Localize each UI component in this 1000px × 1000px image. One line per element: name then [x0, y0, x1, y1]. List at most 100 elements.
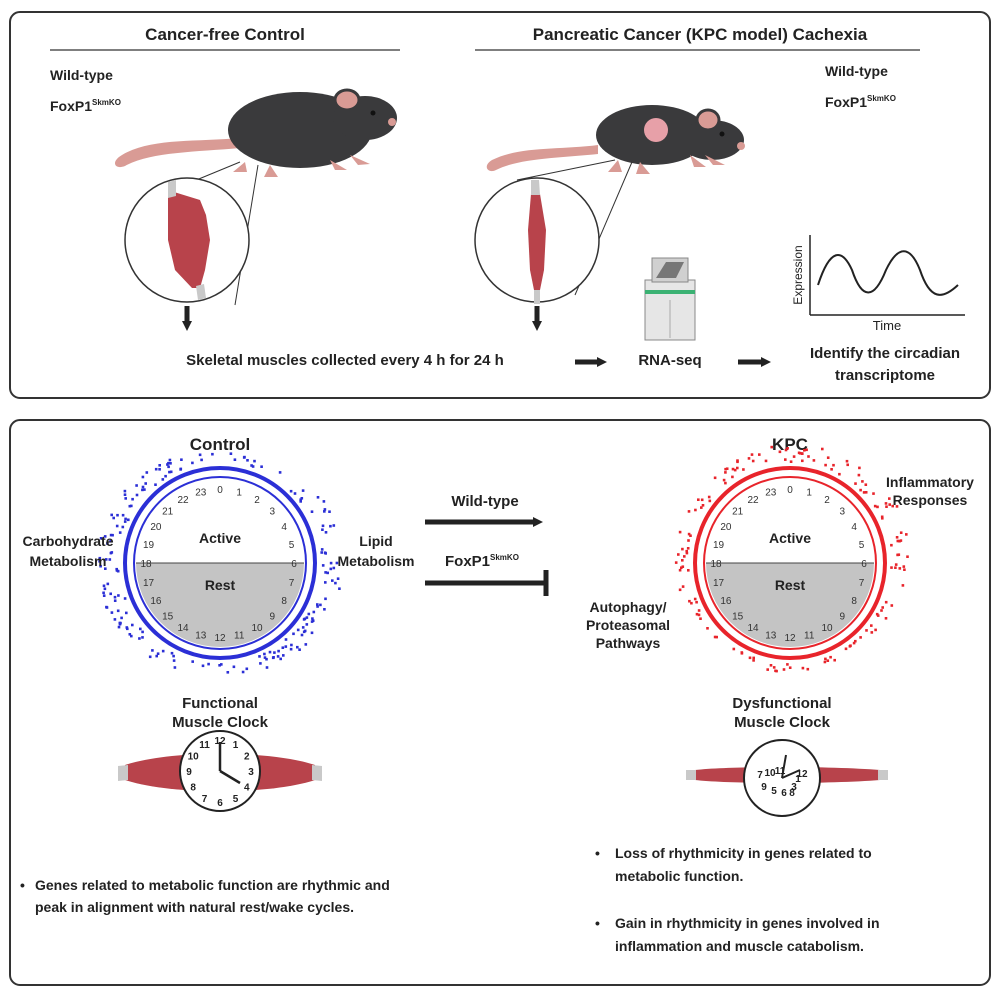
gene-phase-dot [130, 504, 133, 508]
gene-phase-dot [253, 459, 256, 463]
gene-phase-dot [301, 489, 305, 492]
gene-phase-dot [242, 456, 246, 459]
watch-number: 11 [775, 766, 786, 777]
gene-phase-dot [108, 558, 112, 561]
gene-phase-dot [888, 503, 891, 506]
kpc-active-label: Active [769, 530, 811, 546]
gene-phase-dot [845, 459, 849, 463]
control-genotype-wildtype: Wild-type [50, 67, 113, 83]
kpc-zoom-line-1 [516, 159, 616, 181]
gene-phase-dot [859, 636, 862, 639]
gene-phase-dot [683, 555, 686, 558]
identify-text-line1: Identify the circadian [810, 345, 960, 362]
gene-phase-dot [701, 504, 705, 507]
gene-phase-dot [102, 591, 105, 595]
gene-phase-dot [125, 626, 129, 629]
gene-phase-dot [116, 513, 119, 517]
kpc-muscle-atrophied [528, 180, 546, 304]
gene-phase-dot [801, 666, 805, 670]
gene-phase-dot [876, 614, 880, 617]
gene-phase-dot [846, 463, 849, 467]
gene-phase-dot [290, 643, 293, 647]
gene-phase-dot [106, 582, 110, 586]
gene-phase-dot [896, 553, 899, 557]
hour-label-12: 12 [784, 633, 796, 644]
gene-phase-dot [901, 584, 905, 587]
gene-phase-dot [681, 547, 684, 551]
gene-phase-dot [141, 630, 144, 634]
gene-phase-dot [296, 645, 299, 649]
wildtype-arrow-label: Wild-type [451, 493, 518, 510]
hour-label-1: 1 [806, 488, 812, 499]
gene-phase-dot [130, 634, 133, 638]
hour-label-18: 18 [710, 559, 722, 570]
gene-phase-dot [211, 452, 214, 456]
gene-phase-dot [833, 658, 836, 662]
gene-phase-dot [300, 497, 304, 500]
hour-label-13: 13 [765, 631, 777, 642]
gene-phase-dot [161, 478, 165, 481]
rnaseq-label: RNA-seq [638, 352, 701, 369]
watch-number: 7 [757, 770, 763, 781]
gene-phase-dot [324, 571, 327, 574]
gene-phase-dot [905, 533, 908, 536]
gene-phase-dot [329, 567, 333, 571]
gene-phase-dot [895, 536, 899, 539]
gene-phase-dot [191, 461, 194, 465]
gene-phase-dot [141, 485, 145, 489]
gene-phase-dot [320, 551, 323, 554]
gene-phase-dot [268, 650, 272, 654]
gene-phase-dot [334, 581, 337, 585]
gene-phase-dot [849, 644, 852, 647]
hour-label-7: 7 [289, 578, 295, 589]
gene-phase-dot [105, 606, 109, 609]
gene-phase-dot [117, 594, 120, 597]
gene-phase-dot [329, 561, 333, 565]
gene-phase-dot [131, 497, 134, 501]
identify-text-line2: transcriptome [835, 367, 935, 384]
watch-number: 4 [244, 783, 250, 794]
gene-phase-dot [903, 568, 906, 571]
gene-phase-dot [154, 483, 157, 486]
gene-phase-dot [167, 465, 170, 469]
kpc-rest-half [706, 563, 874, 647]
gene-phase-dot [198, 453, 202, 457]
gene-phase-dot [278, 471, 282, 474]
gene-phase-dot [293, 492, 297, 495]
gene-phase-dot [321, 524, 325, 528]
gene-phase-dot [784, 458, 787, 461]
gene-phase-dot [766, 668, 769, 671]
gene-phase-dot [731, 467, 735, 471]
gene-phase-dot [104, 567, 107, 570]
gene-phase-dot [121, 513, 125, 517]
gene-phase-dot [259, 662, 262, 665]
autophagy-label-line3: Pathways [596, 635, 661, 651]
gene-phase-dot [103, 587, 107, 591]
hour-label-7: 7 [859, 578, 865, 589]
hour-label-6: 6 [291, 559, 297, 570]
gene-phase-dot [748, 656, 752, 660]
gene-phase-dot [731, 475, 734, 479]
gene-phase-dot [112, 516, 115, 520]
hour-label-9: 9 [840, 611, 846, 622]
gene-phase-dot [263, 652, 266, 656]
gene-phase-dot [884, 600, 888, 604]
gene-phase-dot [697, 498, 700, 501]
gene-phase-dot [896, 539, 900, 543]
kpc-bullet1-line2: metabolic function. [615, 868, 743, 884]
gene-phase-dot [685, 551, 689, 555]
gene-phase-dot [311, 619, 315, 622]
gene-phase-dot [245, 667, 249, 671]
hour-label-2: 2 [254, 495, 260, 506]
gene-phase-dot [801, 452, 804, 455]
gene-phase-dot [141, 636, 144, 639]
gene-phase-dot [322, 500, 326, 503]
gene-phase-dot [824, 657, 827, 661]
hour-label-6: 6 [861, 559, 867, 570]
gene-phase-dot [801, 459, 804, 463]
gene-phase-dot [201, 664, 205, 668]
gene-phase-dot [98, 556, 102, 560]
